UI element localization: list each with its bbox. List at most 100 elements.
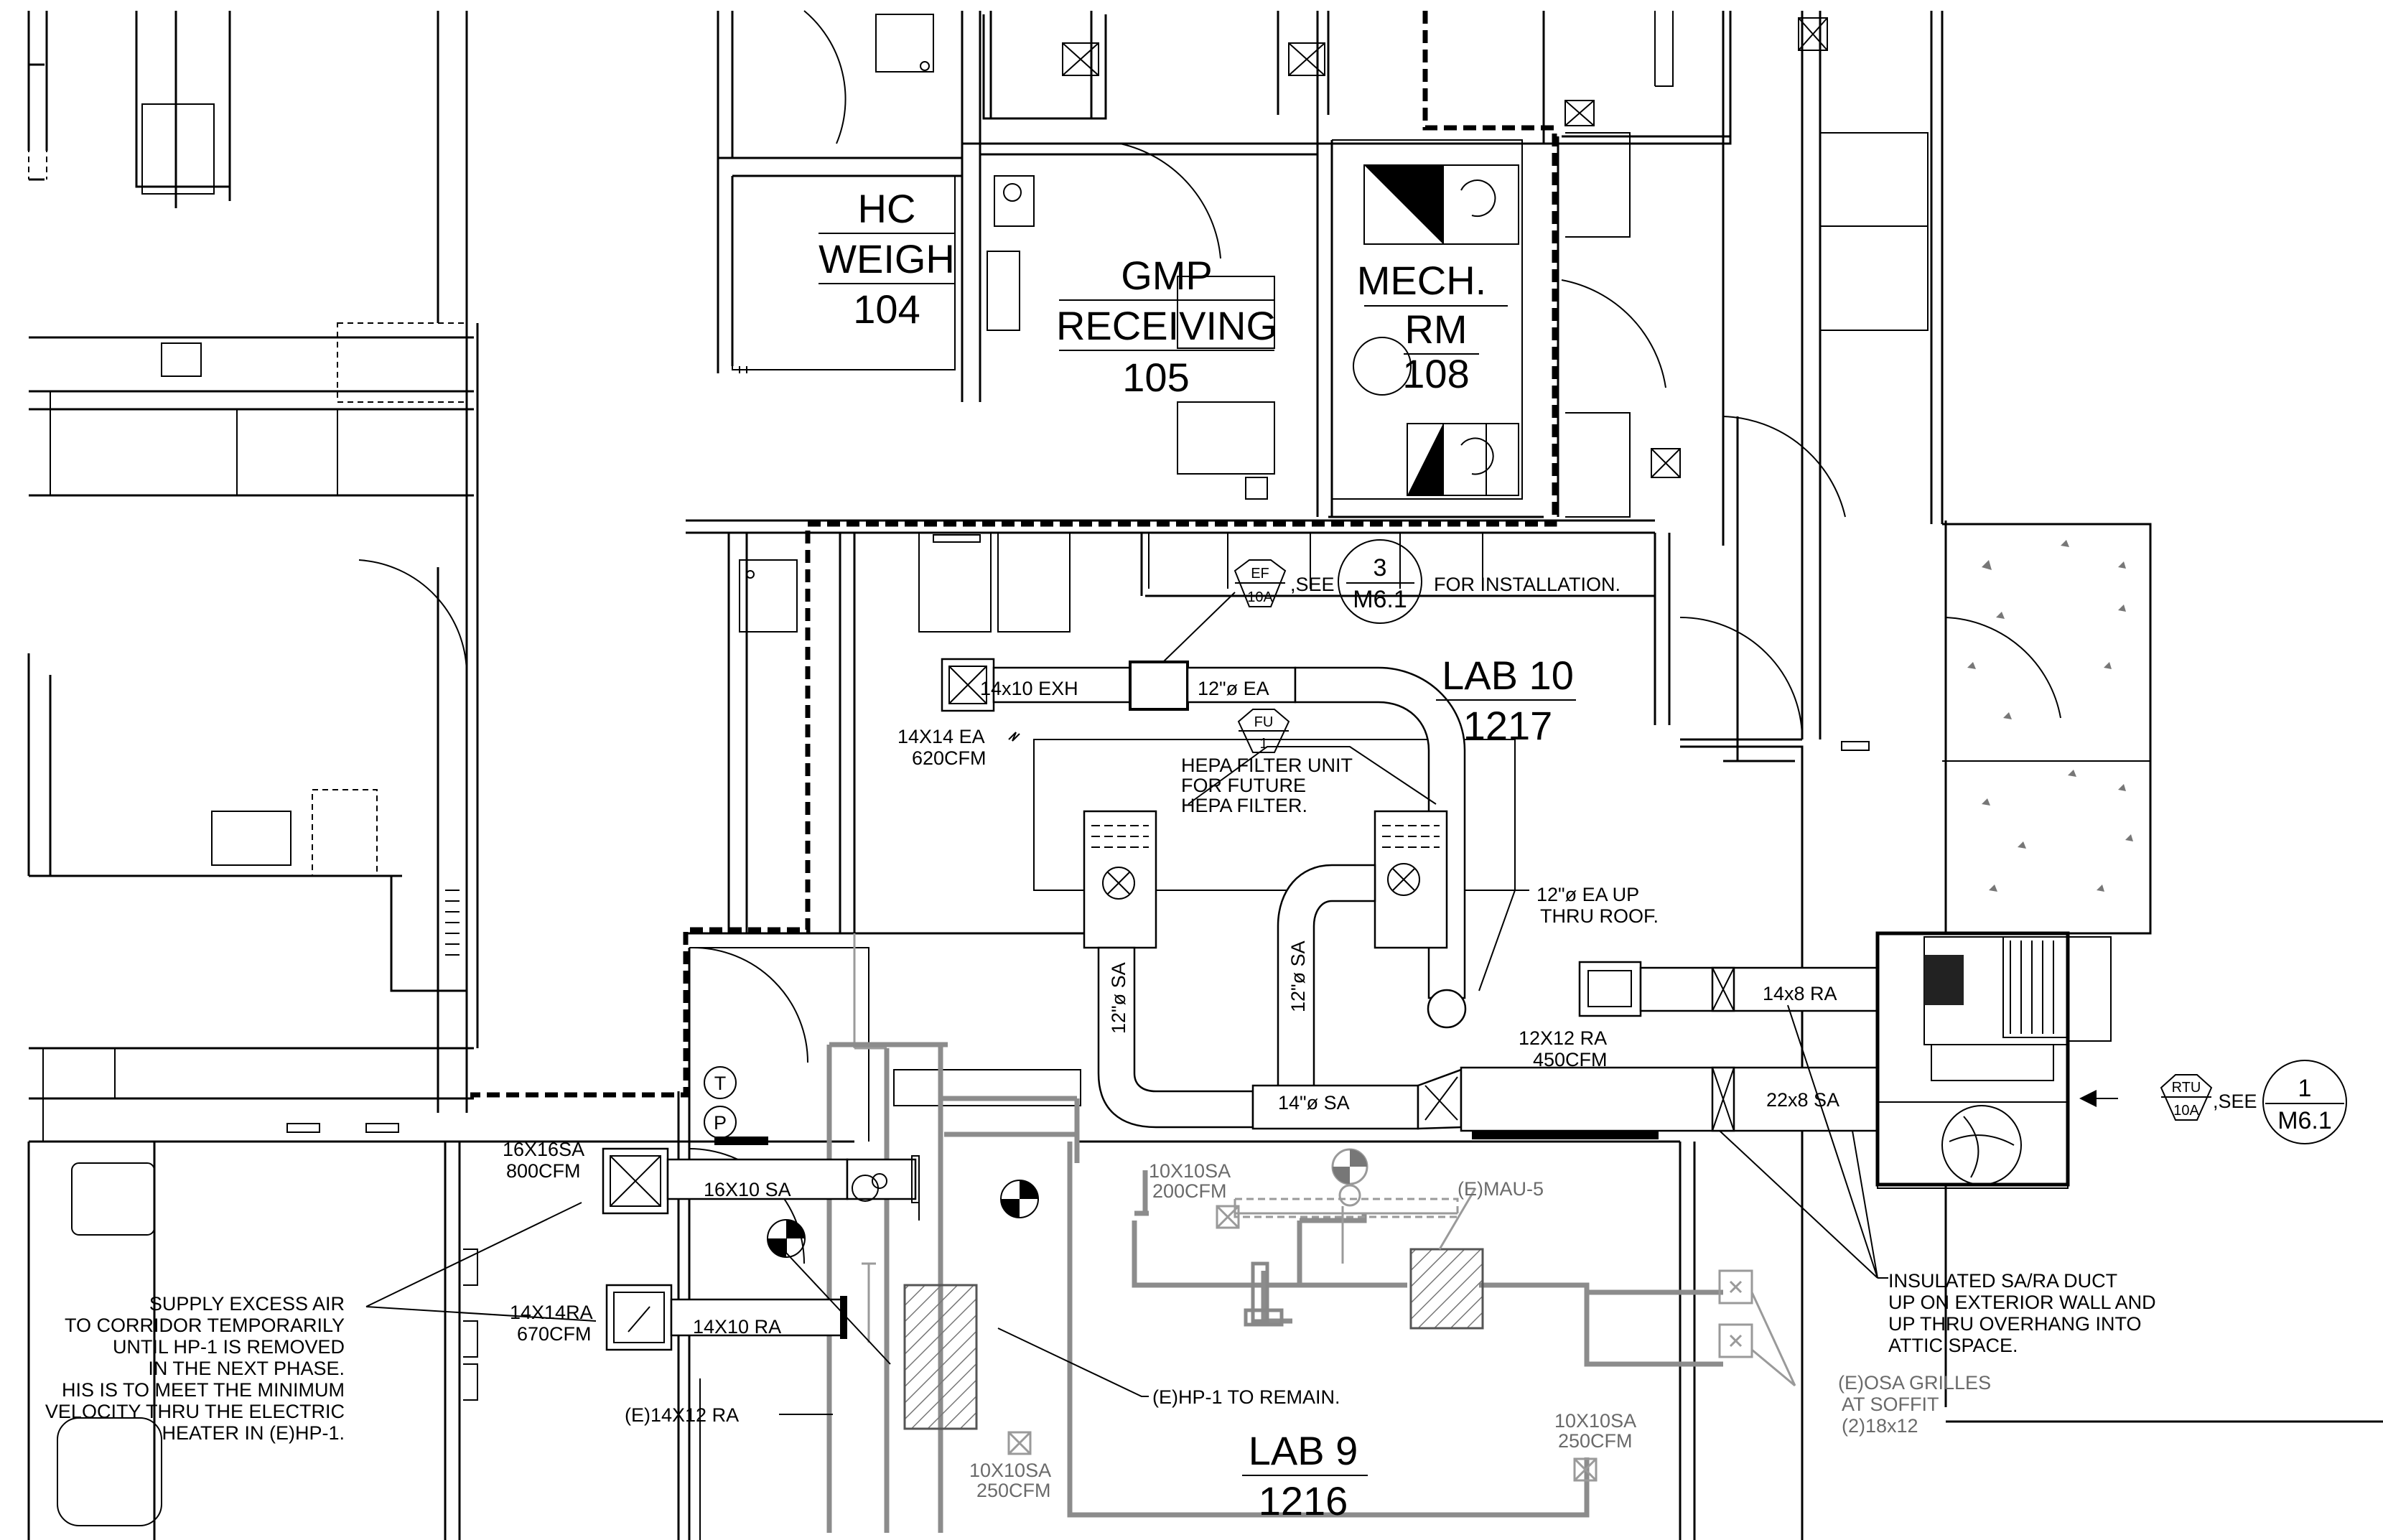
svg-text:VELOCITY THRU THE ELECTRIC: VELOCITY THRU THE ELECTRIC xyxy=(45,1401,345,1422)
svg-text:1: 1 xyxy=(1259,736,1267,752)
svg-text:HIS IS TO MEET THE MINIMUM: HIS IS TO MEET THE MINIMUM xyxy=(62,1379,345,1401)
mau5-label: (E)MAU-5 xyxy=(1458,1178,1544,1200)
svg-text:AT SOFFIT: AT SOFFIT xyxy=(1842,1394,1939,1415)
duct-label-14x10-ra: 14X10 RA xyxy=(693,1316,781,1338)
svg-text:450CFM: 450CFM xyxy=(1533,1049,1608,1070)
fu-1-tag: FU 1 xyxy=(1237,709,1290,753)
svg-text:1216: 1216 xyxy=(1259,1478,1348,1523)
concrete-stipple xyxy=(1967,540,2133,892)
svg-text:UP THRU OVERHANG INTO: UP THRU OVERHANG INTO xyxy=(1888,1313,2142,1335)
svg-text:HEPA FILTER UNIT: HEPA FILTER UNIT xyxy=(1181,755,1353,776)
svg-text:SUPPLY EXCESS AIR: SUPPLY EXCESS AIR xyxy=(149,1293,345,1315)
detail-ref-1-m61: 1 M6.1 xyxy=(2262,1060,2347,1144)
svg-text:1217: 1217 xyxy=(1463,703,1553,748)
ef-10a-tag: EF 10A xyxy=(1234,559,1287,607)
new-ductwork xyxy=(602,658,2112,1482)
room-lab-9: LAB 9 1216 xyxy=(1242,1428,1368,1523)
svg-text:TO CORRIDOR TEMPORARILY: TO CORRIDOR TEMPORARILY xyxy=(65,1315,345,1336)
duct-label-12-sa-left: 12"ø SA xyxy=(1108,962,1129,1034)
svg-text:T: T xyxy=(714,1073,727,1094)
svg-text:250CFM: 250CFM xyxy=(1558,1430,1633,1452)
svg-text:GMP: GMP xyxy=(1121,253,1213,298)
osa-grilles-note: (E)OSA GRILLES AT SOFFIT (2)18x12 xyxy=(1838,1372,1991,1437)
grille-10x10-sa-c: 10X10SA 250CFM xyxy=(1554,1410,1636,1452)
duct-label-22x8-sa: 22x8 SA xyxy=(1766,1089,1839,1111)
insulated-duct-note: INSULATED SA/RA DUCT UP ON EXTERIOR WALL… xyxy=(1888,1270,2156,1356)
svg-text:P: P xyxy=(714,1112,727,1134)
existing-ductwork xyxy=(826,1042,1723,1533)
svg-text:FOR FUTURE: FOR FUTURE xyxy=(1181,775,1306,796)
see-note-1: ,SEE xyxy=(1290,574,1335,595)
svg-text:3: 3 xyxy=(1374,554,1387,582)
svg-text:12X12 RA: 12X12 RA xyxy=(1519,1027,1607,1049)
svg-text:10A: 10A xyxy=(2173,1103,2199,1119)
svg-text:HEPA FILTER.: HEPA FILTER. xyxy=(1181,795,1307,816)
e14x12-ra-label: (E)14X12 RA xyxy=(625,1404,739,1426)
duct-label-16x10-sa: 16X10 SA xyxy=(704,1179,791,1200)
svg-text:108: 108 xyxy=(1402,351,1469,396)
svg-text:800CFM: 800CFM xyxy=(506,1160,581,1182)
svg-text:(2)18x12: (2)18x12 xyxy=(1842,1415,1918,1437)
grille-14x14-ea: 14X14 EA 620CFM xyxy=(897,726,1020,769)
ceiling-diffusers xyxy=(1007,1205,1753,1482)
svg-text:200CFM: 200CFM xyxy=(1152,1180,1227,1202)
svg-text:WEIGH: WEIGH xyxy=(819,236,955,281)
svg-text:UP ON EXTERIOR WALL AND: UP ON EXTERIOR WALL AND xyxy=(1888,1292,2156,1313)
grille-12x12-ra: 12X12 RA 450CFM xyxy=(1519,1027,1608,1070)
grille-10x10-sa-a: 10X10SA 200CFM xyxy=(1149,1160,1231,1202)
svg-text:14X14 EA: 14X14 EA xyxy=(897,726,985,747)
see-note-2: ,SEE xyxy=(2213,1091,2257,1112)
svg-text:10X10SA: 10X10SA xyxy=(1554,1410,1636,1432)
grille-14x14-ra: 14X14RA 670CFM xyxy=(510,1302,593,1345)
svg-text:INSULATED SA/RA DUCT: INSULATED SA/RA DUCT xyxy=(1888,1270,2117,1292)
room-mech-rm: MECH. RM 108 xyxy=(1357,258,1508,396)
svg-text:104: 104 xyxy=(853,286,920,332)
svg-text:LAB 9: LAB 9 xyxy=(1249,1428,1358,1473)
svg-text:670CFM: 670CFM xyxy=(517,1323,592,1345)
svg-text:M6.1: M6.1 xyxy=(1353,586,1407,613)
svg-text:MECH.: MECH. xyxy=(1357,258,1486,303)
hepa-filter-note: HEPA FILTER UNIT FOR FUTURE HEPA FILTER. xyxy=(1181,755,1353,816)
svg-text:10X10SA: 10X10SA xyxy=(969,1460,1051,1481)
room-gmp-receiving: GMP RECEIVING 105 xyxy=(1056,253,1277,400)
svg-text:620CFM: 620CFM xyxy=(912,747,987,769)
duct-label-14x10-exh: 14x10 EXH xyxy=(980,678,1078,699)
duct-label-14x8-ra: 14x8 RA xyxy=(1763,983,1837,1004)
duct-label-14-sa: 14"ø SA xyxy=(1278,1092,1350,1114)
svg-text:RTU: RTU xyxy=(2172,1080,2201,1096)
phase-boundary xyxy=(470,11,1557,1098)
svg-text:105: 105 xyxy=(1122,355,1189,400)
svg-text:M6.1: M6.1 xyxy=(2277,1107,2332,1134)
svg-text:HC: HC xyxy=(858,186,916,231)
svg-text:12"ø EA UP: 12"ø EA UP xyxy=(1536,884,1639,905)
grille-10x10-sa-b: 10X10SA 250CFM xyxy=(969,1460,1051,1501)
svg-text:RM: RM xyxy=(1404,307,1467,352)
rtu-10a-tag: RTU 10A xyxy=(2160,1074,2213,1121)
room-lab-10: LAB 10 1217 xyxy=(1436,653,1576,748)
supply-excess-air-note: SUPPLY EXCESS AIR TO CORRIDOR TEMPORARIL… xyxy=(45,1293,345,1444)
svg-text:250CFM: 250CFM xyxy=(976,1480,1051,1501)
architectural-walls xyxy=(27,10,2383,1540)
for-installation-note: FOR INSTALLATION. xyxy=(1434,574,1620,595)
duct-label-12-ea: 12"ø EA xyxy=(1198,678,1269,699)
svg-text:14X14RA: 14X14RA xyxy=(510,1302,593,1323)
svg-text:(E)OSA GRILLES: (E)OSA GRILLES xyxy=(1838,1372,1991,1394)
svg-text:THRU ROOF.: THRU ROOF. xyxy=(1540,905,1659,927)
svg-text:UNTIL HP-1 IS REMOVED: UNTIL HP-1 IS REMOVED xyxy=(113,1336,345,1358)
svg-text:10X10SA: 10X10SA xyxy=(1149,1160,1231,1182)
ea-up-thru-roof-note: 12"ø EA UP THRU ROOF. xyxy=(1536,884,1659,927)
svg-text:10A: 10A xyxy=(1247,589,1273,605)
svg-text:FU: FU xyxy=(1254,714,1274,730)
thermostat-symbol: T xyxy=(704,1066,737,1099)
svg-text:EF: EF xyxy=(1251,566,1269,582)
leader-lines xyxy=(365,592,2118,1415)
svg-text:RECEIVING: RECEIVING xyxy=(1056,303,1277,348)
svg-text:LAB 10: LAB 10 xyxy=(1442,653,1574,698)
svg-text:HEATER IN (E)HP-1.: HEATER IN (E)HP-1. xyxy=(162,1422,345,1444)
room-hc-weigh: HC WEIGH 104 xyxy=(819,186,955,332)
detail-ref-3-m61: 3 M6.1 xyxy=(1338,539,1422,624)
svg-text:1: 1 xyxy=(2298,1075,2312,1102)
pressure-symbol: P xyxy=(704,1106,737,1139)
hp1-note: (E)HP-1 TO REMAIN. xyxy=(1152,1386,1340,1408)
